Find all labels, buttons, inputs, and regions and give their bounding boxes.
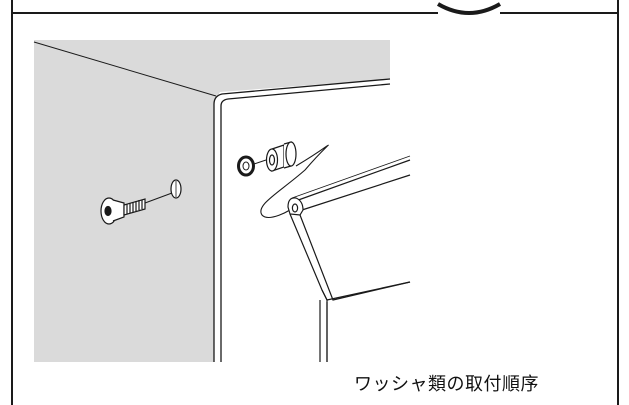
- panel-top-edge: [33, 41, 217, 97]
- caption-text: ワッシャ類の取付順序: [354, 374, 539, 395]
- spacer-collar: [265, 141, 297, 172]
- door-bracket: [287, 155, 411, 362]
- cabinet-side-panel: [34, 40, 390, 362]
- washer: [237, 155, 255, 177]
- border-frame: [11, 0, 619, 405]
- assembly-axis: [253, 159, 267, 165]
- mounting-hole: [170, 179, 182, 199]
- shoulder-screw: [100, 192, 173, 225]
- cabinet-front-edge: [213, 78, 391, 362]
- callout-loop: [260, 144, 329, 218]
- door-panel-edges: [319, 300, 328, 362]
